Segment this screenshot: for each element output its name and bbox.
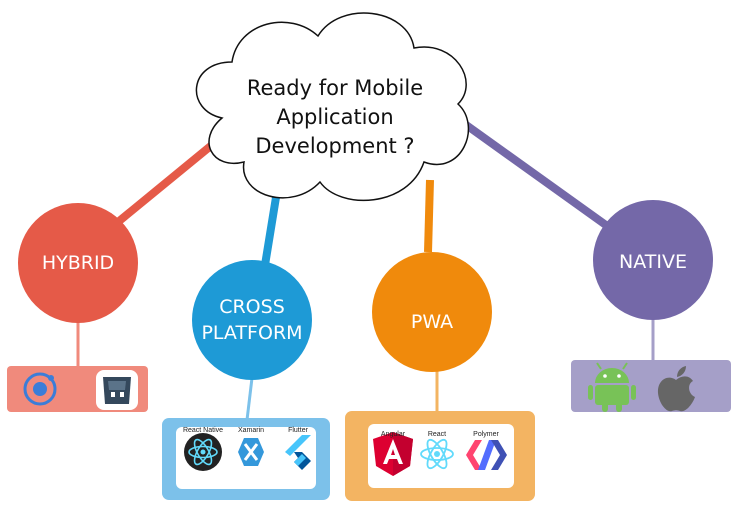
- logo-caption: React Native: [182, 427, 224, 434]
- react-native-icon: [184, 433, 222, 471]
- title-line: Ready for Mobile: [246, 76, 424, 100]
- apple-icon: [657, 366, 695, 412]
- native-circle: [593, 200, 713, 320]
- logo-caption: Xamarin: [237, 427, 265, 434]
- logo-caption: React: [427, 431, 447, 438]
- ionic-icon: [23, 372, 57, 406]
- pwa-circle: [372, 252, 492, 372]
- connector-native: [459, 118, 613, 232]
- diagram-title: Ready for Mobile Application Development…: [215, 74, 455, 161]
- hybrid-label: HYBRID: [18, 250, 138, 276]
- logo-caption: Flutter: [288, 427, 308, 434]
- hybrid-circle: [18, 203, 138, 323]
- native-tray: [571, 360, 731, 412]
- logo-caption: Angular: [380, 431, 406, 438]
- cloud-shape: [195, 12, 470, 201]
- flutter-icon: [285, 435, 311, 470]
- xamarin-icon: [238, 438, 264, 466]
- logo-caption: Polymer: [473, 431, 499, 438]
- title-line: Application: [276, 105, 394, 129]
- stem-cross-platform: [245, 377, 254, 421]
- cross-platform-label-line: CROSS: [219, 296, 285, 318]
- pwa-label: PWA: [372, 309, 492, 335]
- angular-icon: [373, 432, 413, 476]
- react-icon: [420, 438, 454, 470]
- connector-cross-platform: [261, 184, 282, 266]
- native-label: NATIVE: [593, 249, 713, 275]
- android-icon: [588, 362, 636, 412]
- cordova-icon: [96, 370, 138, 410]
- cross-platform-label: CROSS PLATFORM: [192, 294, 312, 346]
- connector-hybrid: [115, 136, 221, 226]
- title-line: Development ?: [255, 134, 415, 158]
- native-label-line: NATIVE: [619, 251, 687, 273]
- cross-platform-label-line: PLATFORM: [201, 322, 303, 344]
- cross-platform-circle: [192, 260, 312, 380]
- pwa-label-line: PWA: [410, 311, 454, 333]
- connector-pwa: [424, 179, 434, 253]
- hybrid-label-line: HYBRID: [41, 252, 115, 274]
- polymer-icon: [466, 440, 507, 470]
